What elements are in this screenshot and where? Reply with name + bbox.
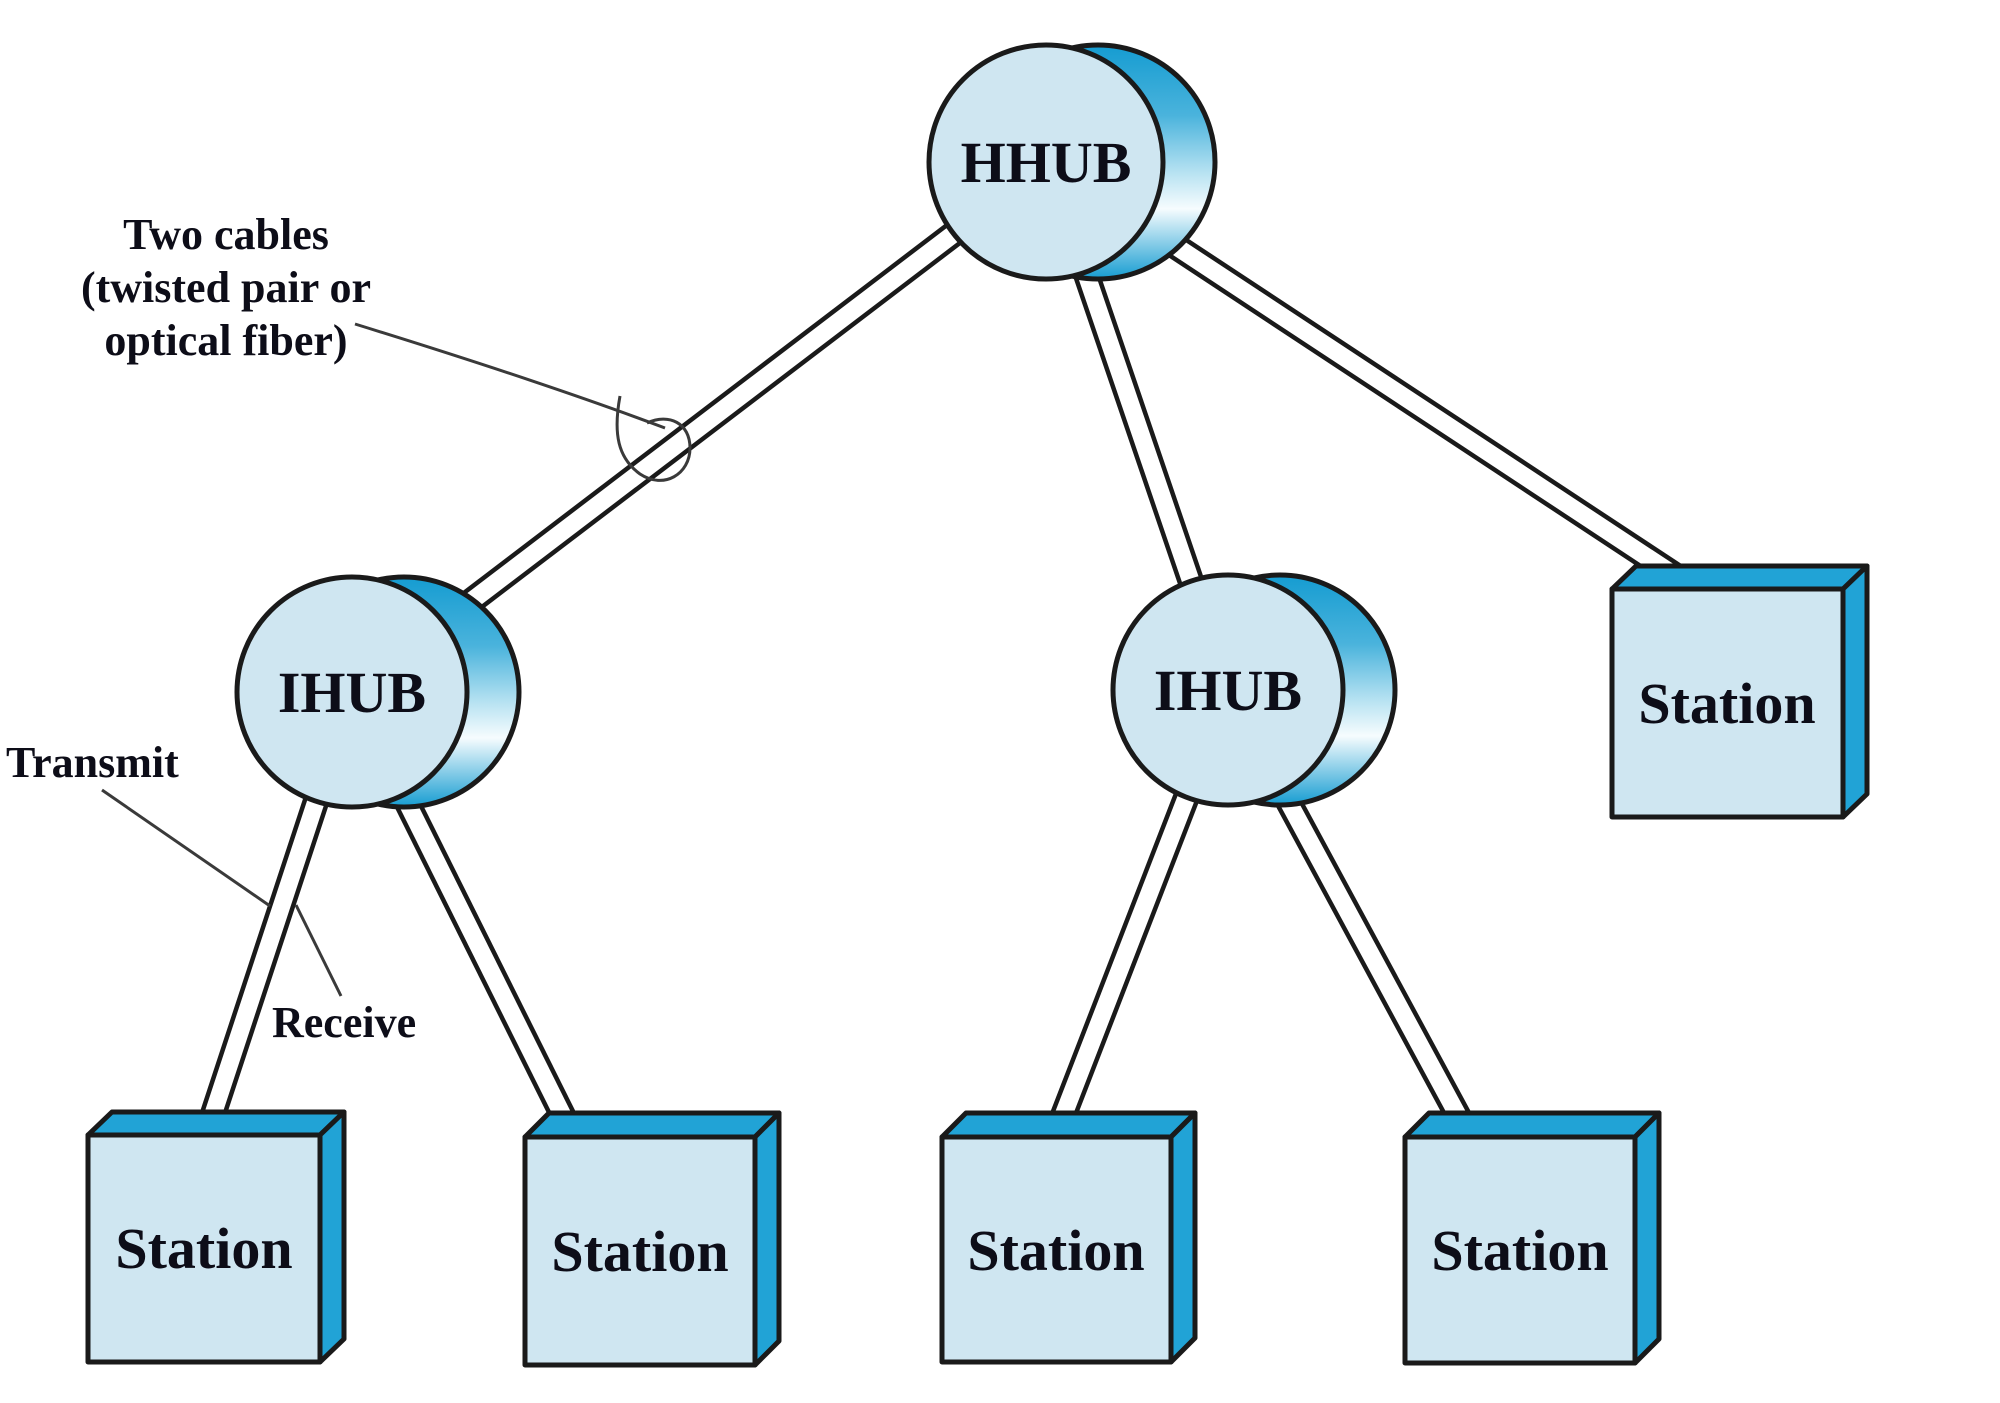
transmit-pointer-line bbox=[101, 788, 271, 908]
hhub-label: HHUB bbox=[961, 130, 1132, 195]
station-front-face bbox=[939, 1134, 1174, 1365]
station-top-right: Station bbox=[1609, 563, 1870, 820]
ihub-left-front-face bbox=[234, 574, 470, 810]
station-label: Station bbox=[551, 1219, 728, 1284]
station-front-face bbox=[1402, 1134, 1638, 1366]
two-cables-pointer-line bbox=[354, 322, 666, 430]
station-bottom-3: Station bbox=[939, 1110, 1198, 1365]
station-bottom-4: Station bbox=[1402, 1110, 1662, 1366]
ihub-right-front-face bbox=[1110, 572, 1346, 808]
station-top-face bbox=[1402, 1110, 1662, 1140]
station-top-face bbox=[522, 1110, 782, 1140]
station-top-face bbox=[939, 1110, 1198, 1140]
station-top-face bbox=[85, 1109, 347, 1138]
hhub-node: HHUB bbox=[926, 42, 1218, 282]
station-right-face bbox=[317, 1109, 347, 1365]
station-front-face bbox=[1609, 586, 1846, 820]
station-bottom-1: Station bbox=[85, 1109, 347, 1365]
station-label: Station bbox=[1638, 671, 1815, 736]
ihub-left-node: IHUB bbox=[234, 574, 522, 810]
station-top-face bbox=[1609, 563, 1870, 592]
station-label: Station bbox=[967, 1218, 1144, 1283]
ihub-right-label: IHUB bbox=[1154, 658, 1302, 723]
receive-pointer-line bbox=[294, 904, 343, 997]
two-cables-text-line-1: Two cables bbox=[123, 210, 329, 259]
two-cables-text-line-3: optical fiber) bbox=[104, 316, 347, 365]
two-cables-lasso-loop bbox=[615, 395, 692, 482]
two-cables-text-line-2: (twisted pair or bbox=[81, 263, 371, 312]
station-bottom-2: Station bbox=[522, 1110, 782, 1368]
station-label: Station bbox=[1431, 1218, 1608, 1283]
station-front-face bbox=[522, 1134, 758, 1368]
station-right-face bbox=[1840, 563, 1870, 820]
hhub-front-face bbox=[926, 42, 1166, 282]
station-label: Station bbox=[115, 1216, 292, 1281]
station-right-face bbox=[752, 1110, 782, 1368]
two-cables-annotation: Two cables (twisted pair or optical fibe… bbox=[81, 210, 371, 365]
receive-label: Receive bbox=[272, 998, 416, 1047]
station-right-face bbox=[1168, 1110, 1198, 1365]
transmit-label: Transmit bbox=[6, 738, 179, 787]
station-front-face bbox=[85, 1132, 323, 1365]
ihub-left-label: IHUB bbox=[278, 660, 426, 725]
ihub-right-node: IHUB bbox=[1110, 572, 1398, 808]
station-right-face bbox=[1632, 1110, 1662, 1366]
